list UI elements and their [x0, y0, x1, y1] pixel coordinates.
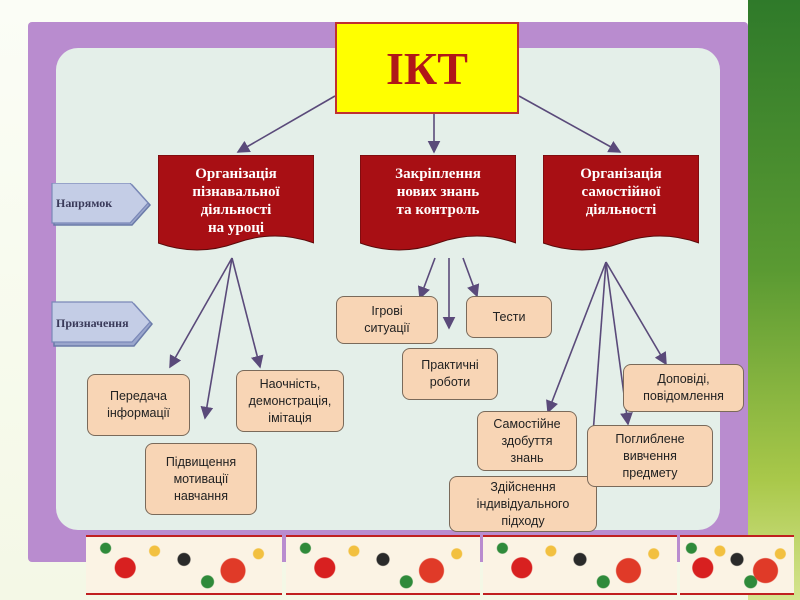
branch-label-cognitive: Організація пізнавальної діяльності на у… [192, 166, 280, 236]
node-info-transfer: Передача інформації [87, 374, 190, 436]
branch-banner-consolidation: Закріплення нових знань та контроль [360, 155, 516, 255]
ornament-strip-3 [483, 535, 677, 595]
green-side-decoration [748, 0, 800, 600]
branch-banner-independent: Організація самостійної діяльності [543, 155, 699, 255]
title-box: ІКТ [335, 22, 519, 114]
node-games: Ігрові ситуації [336, 296, 438, 344]
ornament-strip-1 [86, 535, 282, 595]
branch-label-consolidation: Закріплення нових знань та контроль [395, 166, 481, 218]
branch-label-independent: Організація самостійної діяльності [580, 166, 662, 218]
purpose-tag: Призначення [50, 300, 154, 347]
branch-banner-cognitive: Організація пізнавальної діяльності на у… [158, 155, 314, 255]
direction-label: Напрямок [56, 196, 113, 210]
node-visual: Наочність, демонстрація, імітація [236, 370, 344, 432]
node-individual-approach: Здійснення індивідуального підходу [449, 476, 597, 532]
node-reports: Доповіді, повідомлення [623, 364, 744, 412]
purpose-label: Призначення [56, 316, 129, 330]
node-self-knowledge: Самостійне здобуття знань [477, 411, 577, 471]
node-practical: Практичні роботи [402, 348, 498, 400]
node-motivation: Підвищення мотивації навчання [145, 443, 257, 515]
ornament-strip-4 [680, 535, 794, 595]
direction-tag: Напрямок [50, 183, 154, 229]
node-deep-study: Поглиблене вивчення предмету [587, 425, 713, 487]
node-tests: Тести [466, 296, 552, 338]
ornament-strip-2 [286, 535, 480, 595]
